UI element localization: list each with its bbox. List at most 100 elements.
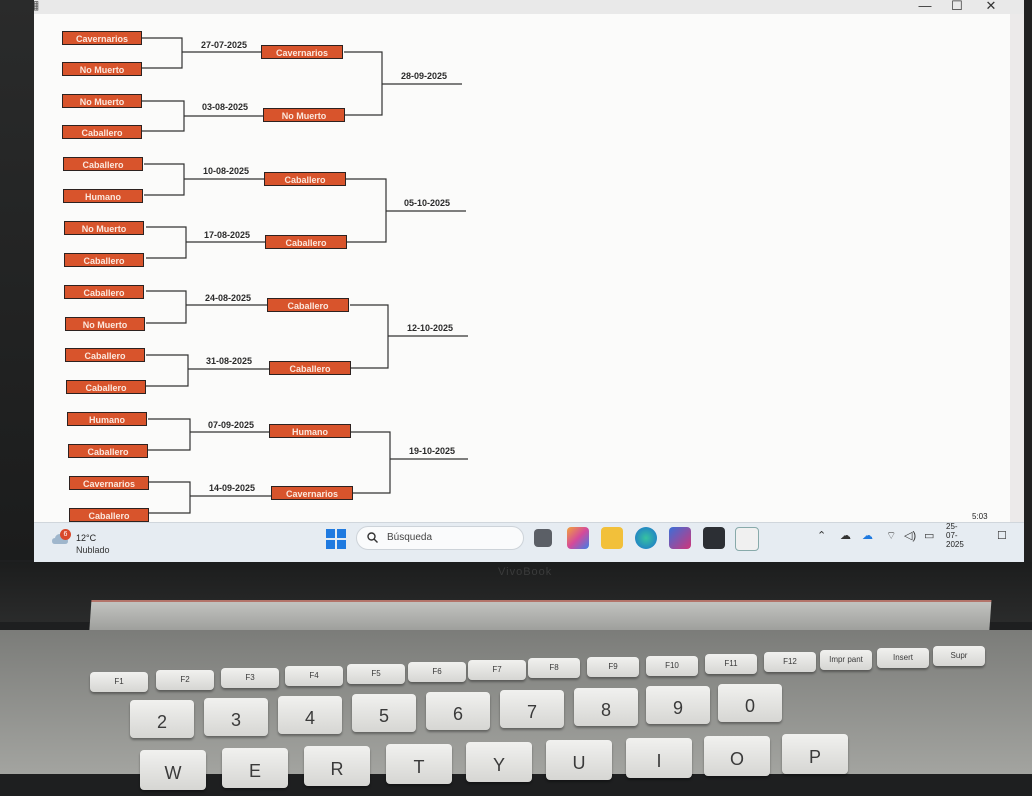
- match-date: 17-08-2025: [204, 230, 251, 240]
- search-placeholder: Búsqueda: [387, 532, 433, 543]
- team-box: Cavernarios: [62, 31, 142, 45]
- bracket-connector-lines: [142, 37, 468, 514]
- team-box: Caballero: [68, 444, 148, 458]
- match-date: 27-07-2025: [201, 40, 248, 50]
- vertical-scrollbar[interactable]: [1010, 14, 1024, 522]
- team-box: No Muerto: [62, 62, 142, 76]
- winner-box: Caballero: [264, 172, 346, 186]
- cloud-icon[interactable]: [52, 533, 68, 545]
- f11-key[interactable]: F11: [705, 654, 757, 674]
- key-6[interactable]: 6: [426, 692, 490, 730]
- weather-alert-badge: 6: [60, 529, 71, 540]
- semifinal-date: 12-10-2025: [407, 323, 454, 333]
- f1-key[interactable]: F1: [90, 672, 148, 692]
- f7-key[interactable]: F7: [468, 660, 526, 680]
- weather-temperature[interactable]: 12°C: [76, 533, 97, 543]
- f6-key[interactable]: F6: [408, 662, 466, 682]
- team-box: Humano: [67, 412, 147, 426]
- clock-date: 25-07-2025: [946, 522, 964, 549]
- minimize-icon[interactable]: —: [918, 0, 932, 13]
- f12-key[interactable]: F12: [764, 652, 816, 672]
- file-explorer-icon[interactable]: [601, 527, 623, 549]
- weather-condition[interactable]: Nublado: [76, 545, 110, 555]
- screen-bezel-left: [0, 0, 38, 560]
- winner-box: Caballero: [269, 361, 351, 375]
- key-p[interactable]: P: [782, 734, 848, 774]
- semifinal-date: 28-09-2025: [401, 71, 448, 81]
- team-box: Caballero: [64, 253, 144, 267]
- f8-key[interactable]: F8: [528, 658, 580, 678]
- f2-key[interactable]: F2: [156, 670, 214, 690]
- team-box: No Muerto: [64, 221, 144, 235]
- maximize-icon[interactable]: ☐: [951, 0, 963, 13]
- close-icon[interactable]: ✕: [985, 0, 997, 13]
- notifications-icon[interactable]: ☐: [997, 530, 1007, 542]
- winner-box: Cavernarios: [261, 45, 343, 59]
- key-5[interactable]: 5: [352, 694, 416, 732]
- laptop-screen: ▦ — ☐ ✕ Cavernarios No Muerto No Muer: [34, 0, 1024, 562]
- search-icon: [367, 532, 378, 543]
- terminal-icon[interactable]: [703, 527, 725, 549]
- key-0[interactable]: 0: [718, 684, 782, 722]
- semifinal-date: 05-10-2025: [404, 198, 451, 208]
- match-date: 07-09-2025: [208, 420, 255, 430]
- match-date: 31-08-2025: [206, 356, 253, 366]
- team-box: No Muerto: [65, 317, 145, 331]
- windows-taskbar: 6 12°C Nublado Búsqueda ⌃ ☁ ☁ ⌔ ◁) ▭ ☐: [34, 522, 1024, 562]
- team-box: Caballero: [64, 285, 144, 299]
- key-o[interactable]: O: [704, 736, 770, 776]
- taskbar-search-box[interactable]: Búsqueda: [356, 526, 524, 550]
- key-w[interactable]: W: [140, 750, 206, 790]
- semifinal-date: 19-10-2025: [409, 446, 456, 456]
- winner-box: Cavernarios: [271, 486, 353, 500]
- key-u[interactable]: U: [546, 740, 612, 780]
- f5-key[interactable]: F5: [347, 664, 405, 684]
- java-app-icon[interactable]: [735, 527, 759, 551]
- key-2[interactable]: 2: [130, 700, 194, 738]
- show-hidden-icons-icon[interactable]: ⌃: [817, 530, 827, 542]
- app-icon: ▦: [34, 0, 39, 12]
- f4-key[interactable]: F4: [285, 666, 343, 686]
- key-9[interactable]: 9: [646, 686, 710, 724]
- winner-box: No Muerto: [263, 108, 345, 122]
- window-titlebar: ▦ — ☐ ✕: [34, 0, 1024, 14]
- key-t[interactable]: T: [386, 744, 452, 784]
- key-3[interactable]: 3: [204, 698, 268, 736]
- winner-box: Caballero: [267, 298, 349, 312]
- team-box: Cavernarios: [69, 476, 149, 490]
- match-date: 10-08-2025: [203, 166, 250, 176]
- match-date: 24-08-2025: [205, 293, 252, 303]
- team-box: Caballero: [65, 348, 145, 362]
- intellij-idea-icon[interactable]: [669, 527, 691, 549]
- key-r[interactable]: R: [304, 746, 370, 786]
- battery-icon[interactable]: ▭: [924, 530, 935, 542]
- key-i[interactable]: I: [626, 738, 692, 778]
- print-screen-key[interactable]: Impr pant: [820, 650, 872, 670]
- edge-browser-icon[interactable]: [635, 527, 657, 549]
- key-4[interactable]: 4: [278, 696, 342, 734]
- task-view-icon[interactable]: [534, 529, 552, 547]
- key-y[interactable]: Y: [466, 742, 532, 782]
- copilot-icon[interactable]: [567, 527, 589, 549]
- match-date: 03-08-2025: [202, 102, 249, 112]
- insert-key[interactable]: Insert: [877, 648, 929, 668]
- winner-box: Humano: [269, 424, 351, 438]
- key-e[interactable]: E: [222, 748, 288, 788]
- team-box: Caballero: [69, 508, 149, 522]
- winner-box: Caballero: [265, 235, 347, 249]
- onedrive-icon[interactable]: ☁: [862, 530, 873, 542]
- delete-key[interactable]: Supr: [933, 646, 985, 666]
- laptop-brand-logo: VivoBook: [498, 566, 553, 578]
- windows-start-icon[interactable]: [326, 529, 346, 549]
- bracket-canvas: [34, 14, 1010, 522]
- f9-key[interactable]: F9: [587, 657, 639, 677]
- f10-key[interactable]: F10: [646, 656, 698, 676]
- f3-key[interactable]: F3: [221, 668, 279, 688]
- volume-icon[interactable]: ◁): [904, 530, 917, 542]
- key-8[interactable]: 8: [574, 688, 638, 726]
- team-box: Humano: [63, 189, 143, 203]
- onedrive-cloud-icon[interactable]: ☁: [840, 530, 851, 542]
- wifi-icon[interactable]: ⌔: [886, 530, 897, 542]
- team-box: No Muerto: [62, 94, 142, 108]
- key-7[interactable]: 7: [500, 690, 564, 728]
